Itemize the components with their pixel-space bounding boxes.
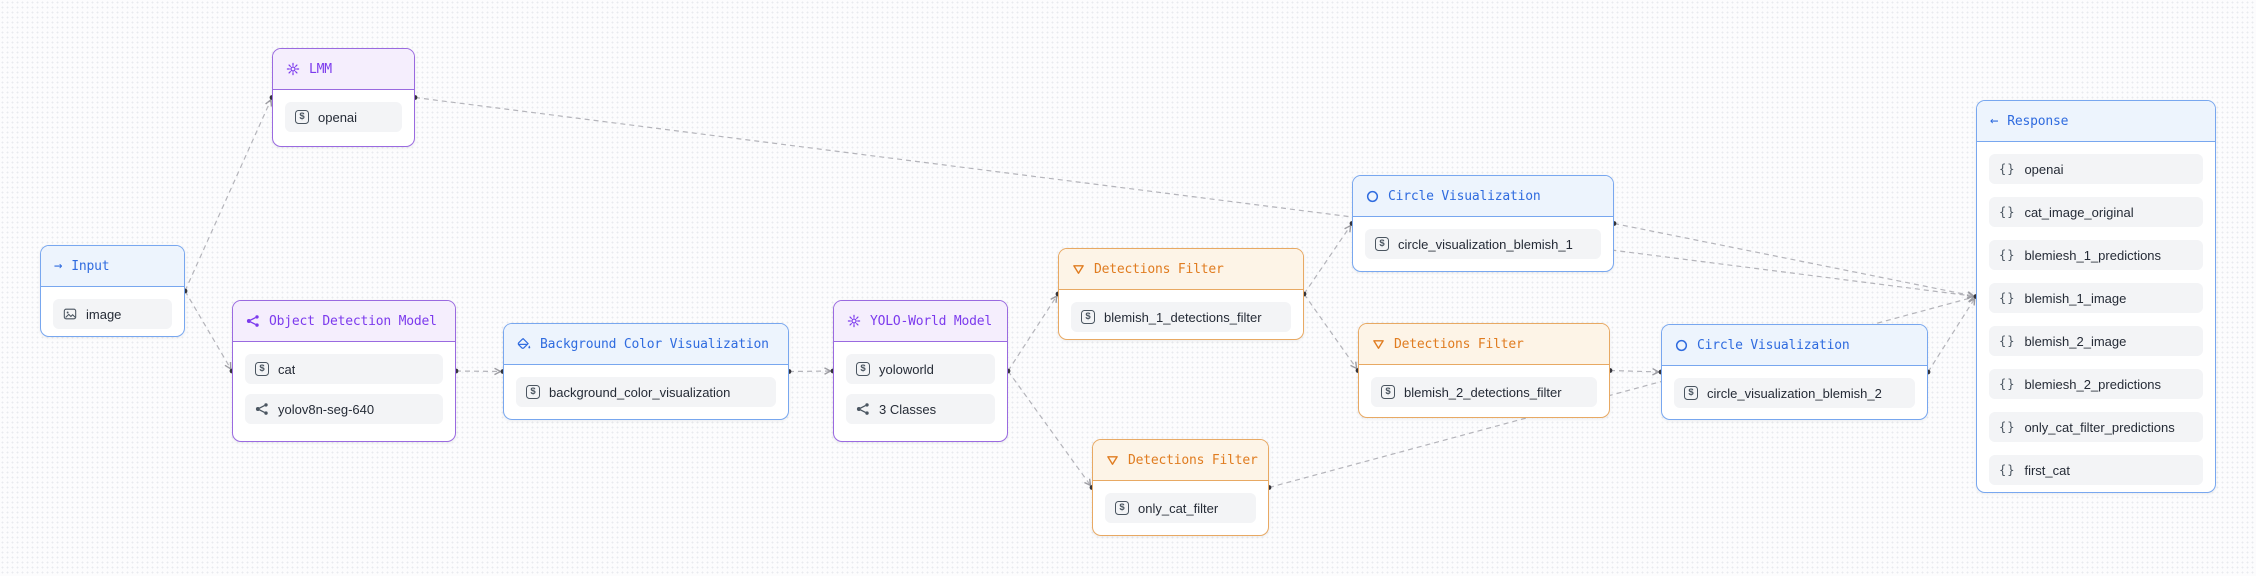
braces-icon: {} (1999, 463, 2016, 477)
edge-input-to-object_detection_model[interactable] (184, 290, 232, 371)
node-title: Object Detection Model (269, 313, 437, 329)
node-header: Detections Filter (1059, 249, 1303, 290)
node-item[interactable]: $ background_color_visualization (516, 377, 776, 407)
node-header: LMM (273, 49, 414, 90)
braces-icon: {} (1999, 248, 2016, 262)
dollar-square-icon: $ (1115, 501, 1129, 515)
network-icon (255, 402, 269, 416)
paint-bucket-icon (517, 337, 531, 351)
node-item[interactable]: $ blemish_1_detections_filter (1071, 302, 1291, 332)
node-title: Detections Filter (1094, 261, 1224, 277)
node-circle-visualization-1[interactable]: Circle Visualization $ circle_visualizat… (1352, 175, 1614, 272)
node-title: LMM (309, 61, 332, 77)
node-title: Detections Filter (1394, 336, 1524, 352)
network-icon (856, 402, 870, 416)
dollar-square-icon: $ (526, 385, 540, 399)
node-item[interactable]: {} blemish_2_image (1989, 326, 2203, 356)
node-title: Circle Visualization (1388, 188, 1541, 204)
node-title: Background Color Visualization (540, 336, 769, 352)
node-header: Detections Filter (1359, 324, 1609, 365)
edge-input-to-lmm[interactable] (184, 98, 273, 292)
node-item[interactable]: {} openai (1989, 154, 2203, 184)
dollar-square-icon: $ (1081, 310, 1095, 324)
dollar-square-icon: $ (255, 362, 269, 376)
node-item[interactable]: $ only_cat_filter (1105, 493, 1256, 523)
node-item[interactable]: {} blemish_1_image (1989, 283, 2203, 313)
node-item[interactable]: image (53, 299, 172, 329)
edge-detections_filter_1-to-detections_filter_2[interactable] (1303, 293, 1358, 370)
node-header: Detections Filter (1093, 440, 1268, 481)
node-object-detection-model[interactable]: Object Detection Model $ cat yolov8n-seg… (232, 300, 456, 442)
dollar-square-icon: $ (1375, 237, 1389, 251)
braces-icon: {} (1999, 334, 2016, 348)
node-header: Object Detection Model (233, 301, 455, 342)
edge-detections_filter_1-to-circle_visualization_1[interactable] (1303, 224, 1352, 295)
gear-icon (286, 62, 300, 76)
node-item[interactable]: yolov8n-seg-640 (245, 394, 443, 424)
node-item[interactable]: 3 Classes (846, 394, 995, 424)
arrow-left-icon: ← (1990, 113, 1999, 129)
image-icon (63, 307, 77, 321)
braces-icon: {} (1999, 162, 2016, 176)
edge-detections_filter_2-to-circle_visualization_2[interactable] (1609, 367, 1660, 376)
node-yolo-world-model[interactable]: YOLO-World Model $ yoloworld 3 Classes (833, 300, 1008, 442)
node-title: Detections Filter (1128, 452, 1258, 468)
node-item[interactable]: $ cat (245, 354, 443, 384)
node-header: Circle Visualization (1353, 176, 1613, 217)
node-header: YOLO-World Model (834, 301, 1007, 342)
node-item[interactable]: {} blemiesh_2_predictions (1989, 369, 2203, 399)
node-title: YOLO-World Model (870, 313, 993, 329)
braces-icon: {} (1999, 377, 2016, 391)
node-item[interactable]: $ blemish_2_detections_filter (1371, 377, 1597, 407)
node-item[interactable]: $ yoloworld (846, 354, 995, 384)
node-title: Circle Visualization (1697, 337, 1850, 353)
braces-icon: {} (1999, 205, 2016, 219)
edge-yolo_world_model-to-detections_filter_1[interactable] (1007, 294, 1058, 372)
node-lmm[interactable]: LMM $ openai (272, 48, 415, 147)
node-detections-filter-3[interactable]: Detections Filter $ only_cat_filter (1092, 439, 1269, 536)
node-detections-filter-1[interactable]: Detections Filter $ blemish_1_detections… (1058, 248, 1304, 340)
node-item[interactable]: $ openai (285, 102, 402, 132)
dollar-square-icon: $ (1381, 385, 1395, 399)
node-background-color-visualization[interactable]: Background Color Visualization $ backgro… (503, 323, 789, 420)
gear-icon (847, 314, 861, 328)
node-header: Background Color Visualization (504, 324, 788, 365)
edge-lmm-to-response[interactable] (414, 96, 1975, 300)
node-item[interactable]: $ circle_visualization_blemish_1 (1365, 229, 1601, 259)
node-title: Response (2007, 113, 2069, 129)
node-item[interactable]: {} cat_image_original (1989, 197, 2203, 227)
dollar-square-icon: $ (1684, 386, 1698, 400)
funnel-icon (1106, 454, 1119, 467)
funnel-icon (1372, 338, 1385, 351)
dollar-square-icon: $ (856, 362, 870, 376)
circle-icon (1675, 339, 1688, 352)
edge-circle_visualization_2-to-response[interactable] (1927, 297, 1976, 373)
node-input[interactable]: → Input image (40, 245, 185, 337)
edge-yolo_world_model-to-detections_filter_3[interactable] (1007, 370, 1092, 487)
braces-icon: {} (1999, 420, 2016, 434)
node-title: Input (71, 258, 110, 274)
dollar-square-icon: $ (295, 110, 309, 124)
node-header: Circle Visualization (1662, 325, 1927, 366)
braces-icon: {} (1999, 291, 2016, 305)
node-item[interactable]: {} first_cat (1989, 455, 2203, 485)
node-circle-visualization-2[interactable]: Circle Visualization $ circle_visualizat… (1661, 324, 1928, 420)
arrow-right-icon: → (54, 258, 63, 274)
circle-icon (1366, 190, 1379, 203)
network-icon (246, 314, 260, 328)
funnel-icon (1072, 263, 1085, 276)
node-item[interactable]: {} only_cat_filter_predictions (1989, 412, 2203, 442)
node-item[interactable]: {} blemiesh_1_predictions (1989, 240, 2203, 270)
node-item[interactable]: $ circle_visualization_blemish_2 (1674, 378, 1915, 408)
node-detections-filter-2[interactable]: Detections Filter $ blemish_2_detections… (1358, 323, 1610, 418)
node-header: ← Response (1977, 101, 2215, 142)
edge-circle_visualization_1-to-response[interactable] (1613, 222, 1976, 299)
node-response[interactable]: ← Response {} openai {} cat_image_origin… (1976, 100, 2216, 493)
node-header: → Input (41, 246, 184, 287)
